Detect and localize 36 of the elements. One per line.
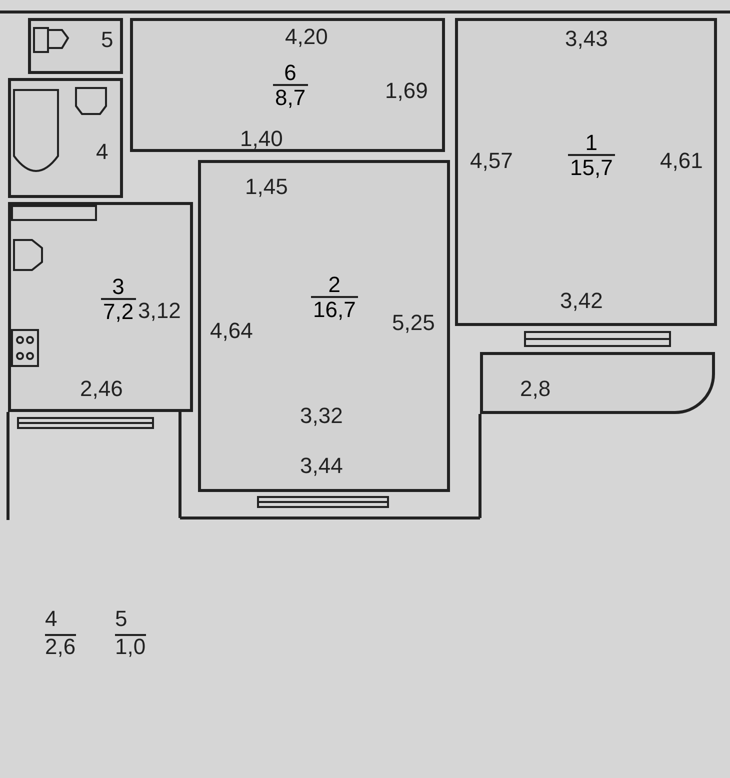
dimension-label: 5,25	[392, 312, 435, 334]
room-number: 3	[112, 275, 124, 298]
balcony	[480, 352, 715, 414]
dimension-label: 3,44	[300, 455, 343, 477]
room-area: 7,2	[101, 298, 136, 324]
dimension-label: 2,8	[520, 378, 551, 400]
room-area: 15,7	[568, 154, 615, 180]
dimension-label: 1,69	[385, 80, 428, 102]
dimension-label: 3,12	[138, 300, 181, 322]
dimension-label: 1,45	[245, 176, 288, 198]
dimension-label: 3,42	[560, 290, 603, 312]
room-area: 1,0	[115, 634, 146, 658]
dimension-label: 1,40	[240, 128, 283, 150]
room-area: 16,7	[311, 296, 358, 322]
kitchen-room	[8, 202, 193, 412]
dimension-label: 4,57	[470, 150, 513, 172]
room-number: 5	[101, 29, 114, 51]
dimension-label: 4,64	[210, 320, 253, 342]
room-area: 8,7	[273, 84, 308, 110]
room-number: 1	[585, 131, 598, 154]
room-number: 4	[96, 141, 108, 163]
living-room	[455, 18, 717, 326]
room-area: 2,6	[45, 634, 76, 658]
dimension-label: 4,20	[285, 26, 328, 48]
dimension-label: 3,43	[565, 28, 608, 50]
room-number: 4	[45, 608, 58, 630]
bathroom	[8, 78, 123, 198]
room-number: 6	[284, 61, 296, 84]
dimension-label: 3,32	[300, 405, 343, 427]
room-number: 5	[115, 608, 128, 630]
toilet-room	[28, 18, 123, 74]
dimension-label: 4,61	[660, 150, 703, 172]
room-number: 2	[328, 273, 341, 296]
hallway-room	[130, 18, 445, 152]
living-room	[198, 160, 450, 492]
dimension-label: 2,46	[80, 378, 123, 400]
